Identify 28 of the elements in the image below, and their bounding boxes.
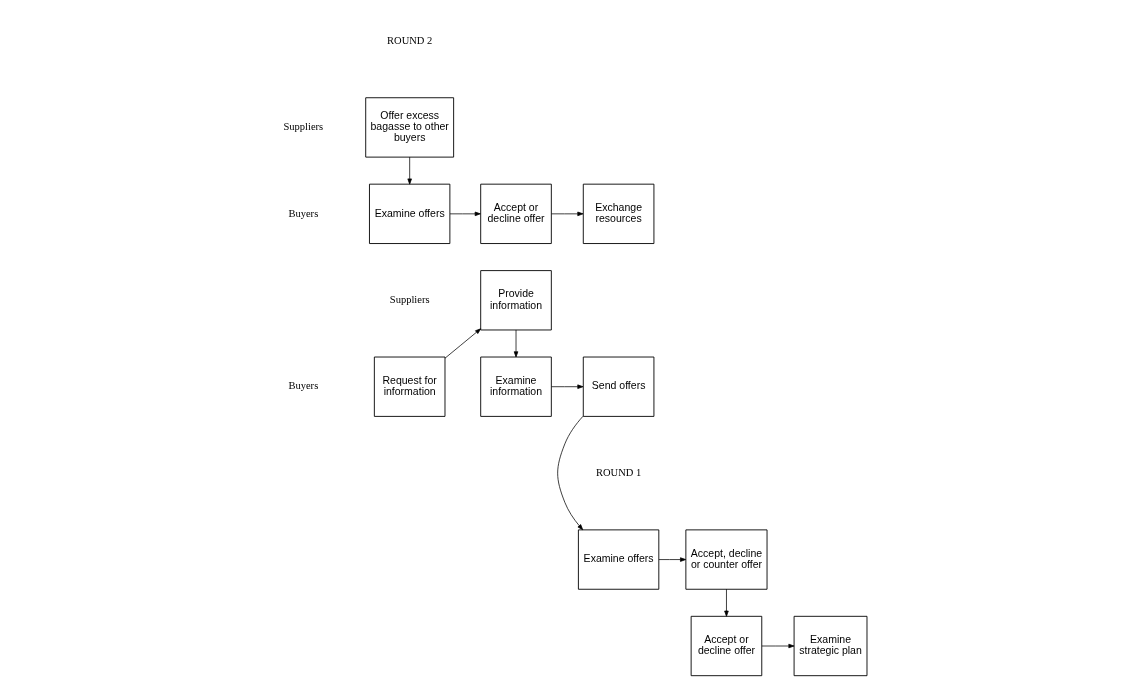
label: Buyers (288, 207, 319, 219)
label: Suppliers (283, 121, 324, 133)
label: ROUND 1 (595, 466, 642, 478)
node-box: Examine strategic plan (793, 615, 868, 677)
node-box: Examine information (480, 356, 552, 417)
arrow (513, 329, 519, 358)
node-box: Provide information (480, 270, 552, 331)
arrow (551, 384, 584, 389)
node-box: Exchange resources (582, 183, 655, 244)
node-box: Accept, decline or counter offer (685, 529, 768, 590)
arrow (551, 211, 584, 217)
node-box: Examine offers (369, 183, 451, 244)
node-box: Request for information (373, 356, 446, 417)
arrow (724, 588, 729, 617)
node-box: Accept or decline offer (480, 183, 552, 244)
arrow (444, 328, 482, 359)
arrow (761, 643, 795, 649)
arrow (449, 211, 481, 217)
label: Buyers (288, 380, 319, 392)
arrow (658, 557, 687, 562)
arrow (407, 156, 412, 185)
label: ROUND 2 (387, 34, 433, 46)
label: Suppliers (389, 294, 430, 306)
node-box: Send offers (582, 356, 655, 417)
node-box: Offer excess bagasse to other buyers (365, 97, 455, 158)
node-box: Accept or decline offer (690, 615, 763, 677)
node-box: Examine offers (577, 529, 660, 590)
arrow (557, 415, 584, 531)
